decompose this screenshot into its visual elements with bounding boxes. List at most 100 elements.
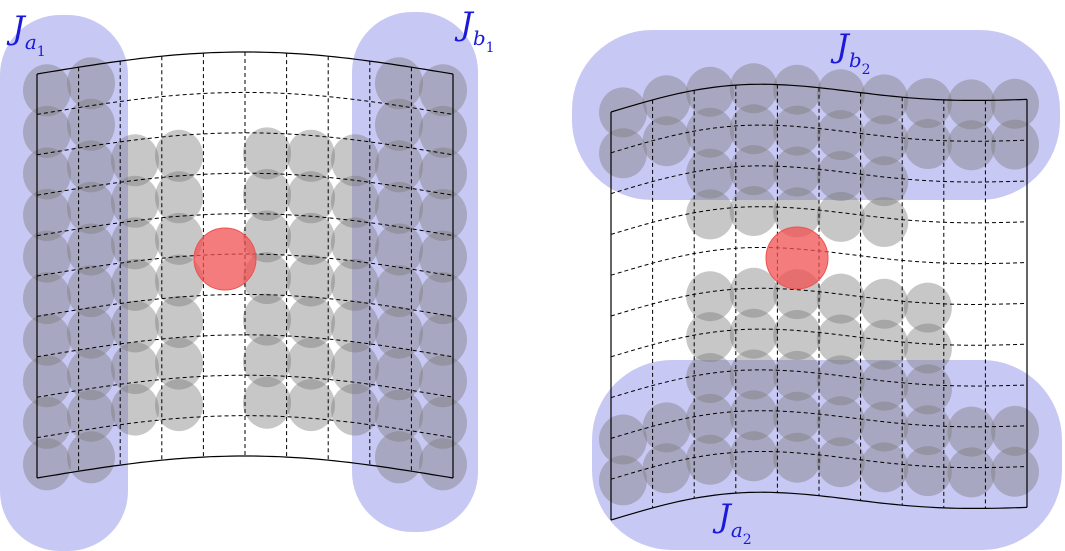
cover-disc bbox=[331, 342, 379, 395]
cover-disc bbox=[860, 360, 909, 411]
grid-line-horizontal bbox=[36, 415, 454, 439]
cover-disc bbox=[729, 145, 778, 196]
cover-disc bbox=[729, 308, 778, 359]
grid-line-horizontal bbox=[610, 410, 1028, 439]
left-panel bbox=[0, 12, 478, 551]
cover-disc bbox=[67, 431, 115, 484]
cover-disc bbox=[947, 447, 996, 498]
right-panel bbox=[572, 30, 1062, 550]
left-grid bbox=[36, 52, 454, 472]
cover-disc bbox=[375, 431, 423, 484]
cover-disc bbox=[773, 391, 822, 442]
right-highlight-disc bbox=[765, 226, 829, 290]
cover-disc bbox=[816, 151, 865, 201]
cover-disc bbox=[111, 258, 159, 311]
cover-disc bbox=[903, 323, 952, 374]
label-ja2: Ja2 bbox=[718, 497, 752, 549]
sheet-edge-bottom bbox=[610, 491, 1028, 521]
cover-disc bbox=[903, 446, 952, 497]
cover-disc bbox=[686, 189, 735, 240]
cover-disc bbox=[686, 148, 735, 199]
left-highlight-disc bbox=[193, 227, 257, 291]
cover-disc bbox=[642, 402, 691, 453]
cover-disc bbox=[686, 107, 735, 158]
cover-disc bbox=[816, 396, 865, 447]
cover-disc bbox=[23, 64, 71, 117]
cover-disc bbox=[729, 431, 778, 482]
cover-disc bbox=[642, 116, 691, 167]
cover-disc bbox=[599, 455, 647, 506]
cover-disc bbox=[686, 434, 735, 485]
right-region-ja2 bbox=[592, 360, 1062, 550]
cover-disc bbox=[23, 355, 71, 408]
cover-disc bbox=[331, 175, 379, 228]
cover-disc bbox=[287, 337, 335, 390]
cover-disc bbox=[729, 104, 778, 155]
cover-disc bbox=[419, 105, 467, 158]
grid-line-horizontal bbox=[610, 206, 1028, 235]
cover-disc bbox=[111, 217, 159, 270]
cover-disc bbox=[287, 379, 335, 432]
cover-disc bbox=[686, 66, 735, 117]
cover-disc bbox=[991, 119, 1039, 170]
cover-disc bbox=[287, 296, 335, 348]
cover-disc bbox=[331, 258, 379, 311]
cover-disc bbox=[686, 312, 735, 363]
cover-disc bbox=[243, 293, 291, 346]
label-ja1: Ja1 bbox=[12, 9, 46, 61]
cover-disc bbox=[903, 282, 952, 333]
cover-disc bbox=[243, 376, 291, 429]
cover-disc bbox=[155, 379, 203, 432]
sheet-edge-bottom bbox=[36, 455, 454, 479]
cover-disc bbox=[287, 171, 335, 224]
grid-line-horizontal bbox=[36, 334, 454, 358]
cover-disc bbox=[903, 364, 952, 415]
cover-disc bbox=[155, 171, 203, 224]
grid-line-horizontal bbox=[610, 328, 1028, 358]
cover-disc bbox=[686, 353, 735, 403]
label-jb2: Jb2 bbox=[836, 27, 871, 79]
sheet-edge-top bbox=[36, 51, 454, 75]
cover-disc bbox=[331, 217, 379, 270]
grid-line-horizontal bbox=[36, 172, 454, 196]
cover-disc bbox=[419, 189, 467, 241]
cover-disc bbox=[111, 342, 159, 395]
cover-disc bbox=[287, 254, 335, 307]
cover-disc bbox=[243, 169, 291, 221]
cover-disc bbox=[860, 156, 909, 207]
cover-disc bbox=[419, 313, 467, 366]
region-ja1 bbox=[0, 15, 128, 551]
cover-disc bbox=[155, 212, 203, 265]
cover-disc bbox=[287, 129, 335, 182]
cover-disc bbox=[686, 393, 735, 444]
cover-disc bbox=[816, 69, 865, 120]
cover-disc bbox=[23, 147, 71, 200]
left-region-jb1 bbox=[352, 12, 478, 532]
cover-disc bbox=[642, 75, 691, 126]
cover-disc bbox=[729, 390, 778, 441]
grid-line-horizontal bbox=[610, 369, 1028, 399]
cover-disc bbox=[331, 383, 379, 436]
grid-line-horizontal bbox=[610, 124, 1028, 154]
right-region-jb2 bbox=[572, 30, 1060, 200]
cover-disc bbox=[419, 396, 467, 449]
cover-disc bbox=[860, 442, 909, 493]
cover-disc bbox=[419, 272, 467, 325]
cover-disc bbox=[991, 446, 1039, 497]
grid-line-horizontal bbox=[36, 253, 454, 277]
cover-disc bbox=[67, 389, 115, 442]
cover-disc bbox=[773, 105, 822, 156]
grid-line-horizontal bbox=[36, 374, 454, 398]
cover-disc bbox=[773, 310, 822, 360]
cover-disc bbox=[860, 197, 909, 247]
left-region-ja1 bbox=[0, 15, 128, 551]
cover-disc bbox=[816, 314, 865, 365]
cover-disc bbox=[243, 127, 291, 180]
cover-disc bbox=[903, 405, 952, 456]
grid-line-horizontal bbox=[610, 165, 1028, 195]
grid-line-horizontal bbox=[610, 287, 1028, 317]
cover-disc bbox=[111, 300, 159, 353]
cover-disc bbox=[816, 191, 865, 242]
cover-disc bbox=[287, 212, 335, 265]
